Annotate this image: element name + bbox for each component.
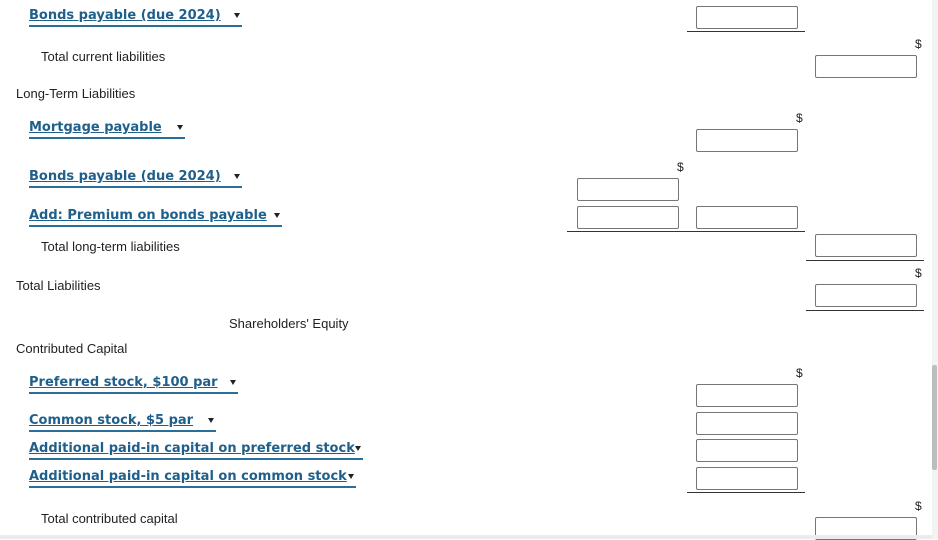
bonds-payable-amount-input[interactable] <box>696 6 798 29</box>
currency-symbol: $ <box>796 111 803 125</box>
total-long-term-liabilities-label: Total long-term liabilities <box>41 239 180 254</box>
bonds-payable-lt-amount-input[interactable] <box>577 178 679 201</box>
apic-common-dropdown-label: Additional paid-in capital on common sto… <box>29 469 347 484</box>
currency-symbol: $ <box>915 499 922 513</box>
add-premium-dropdown-label: Add: Premium on bonds payable <box>29 208 267 223</box>
preferred-stock-amount-input[interactable] <box>696 384 798 407</box>
total-contributed-capital-label: Total contributed capital <box>41 511 178 526</box>
total-current-liabilities-label: Total current liabilities <box>41 49 166 64</box>
chevron-down-icon <box>234 13 240 18</box>
apic-preferred-amount-input[interactable] <box>696 439 798 462</box>
chevron-down-icon <box>348 474 354 479</box>
chevron-down-icon <box>177 125 183 130</box>
common-stock-dropdown-label: Common stock, $5 par <box>29 413 194 428</box>
currency-symbol: $ <box>915 37 922 51</box>
chevron-down-icon <box>230 380 236 385</box>
common-stock-amount-input[interactable] <box>696 412 798 435</box>
subtotal-rule <box>687 31 805 32</box>
subtotal-rule <box>567 231 805 232</box>
bonds-carrying-value-input[interactable] <box>696 206 798 229</box>
currency-symbol: $ <box>796 366 803 380</box>
vertical-scrollbar-thumb[interactable] <box>932 365 937 470</box>
bonds-payable-dropdown-label: Bonds payable (due 2024) <box>29 8 221 23</box>
currency-symbol: $ <box>915 266 922 280</box>
common-stock-dropdown[interactable]: Common stock, $5 par <box>29 413 216 432</box>
contributed-capital-heading: Contributed Capital <box>16 341 128 356</box>
vertical-scrollbar[interactable] <box>932 0 938 539</box>
premium-amount-input[interactable] <box>577 206 679 229</box>
total-liabilities-input[interactable] <box>815 284 917 307</box>
bonds-payable-dropdown[interactable]: Bonds payable (due 2024) <box>29 8 242 27</box>
shareholders-equity-heading: Shareholders' Equity <box>229 316 349 331</box>
apic-preferred-dropdown-label: Additional paid-in capital on preferred … <box>29 441 355 456</box>
mortgage-payable-dropdown-label: Mortgage payable <box>29 120 162 135</box>
chevron-down-icon <box>274 213 280 218</box>
total-liabilities-label: Total Liabilities <box>16 278 101 293</box>
horizontal-scrollbar[interactable] <box>0 535 932 539</box>
bonds-payable-lt-dropdown-label: Bonds payable (due 2024) <box>29 169 221 184</box>
apic-common-amount-input[interactable] <box>696 467 798 490</box>
total-rule <box>806 260 924 261</box>
long-term-liabilities-heading: Long-Term Liabilities <box>16 86 136 101</box>
chevron-down-icon <box>355 446 361 451</box>
chevron-down-icon <box>208 418 214 423</box>
total-current-liabilities-input[interactable] <box>815 55 917 78</box>
total-long-term-liabilities-input[interactable] <box>815 234 917 257</box>
apic-preferred-dropdown[interactable]: Additional paid-in capital on preferred … <box>29 441 363 460</box>
preferred-stock-dropdown[interactable]: Preferred stock, $100 par <box>29 375 238 394</box>
preferred-stock-dropdown-label: Preferred stock, $100 par <box>29 375 218 390</box>
mortgage-payable-dropdown[interactable]: Mortgage payable <box>29 120 185 139</box>
chevron-down-icon <box>234 174 240 179</box>
add-premium-dropdown[interactable]: Add: Premium on bonds payable <box>29 208 282 227</box>
bonds-payable-lt-dropdown[interactable]: Bonds payable (due 2024) <box>29 169 242 188</box>
mortgage-payable-amount-input[interactable] <box>696 129 798 152</box>
total-rule <box>806 310 924 311</box>
apic-common-dropdown[interactable]: Additional paid-in capital on common sto… <box>29 469 356 488</box>
currency-symbol: $ <box>677 160 684 174</box>
subtotal-rule <box>687 492 805 493</box>
